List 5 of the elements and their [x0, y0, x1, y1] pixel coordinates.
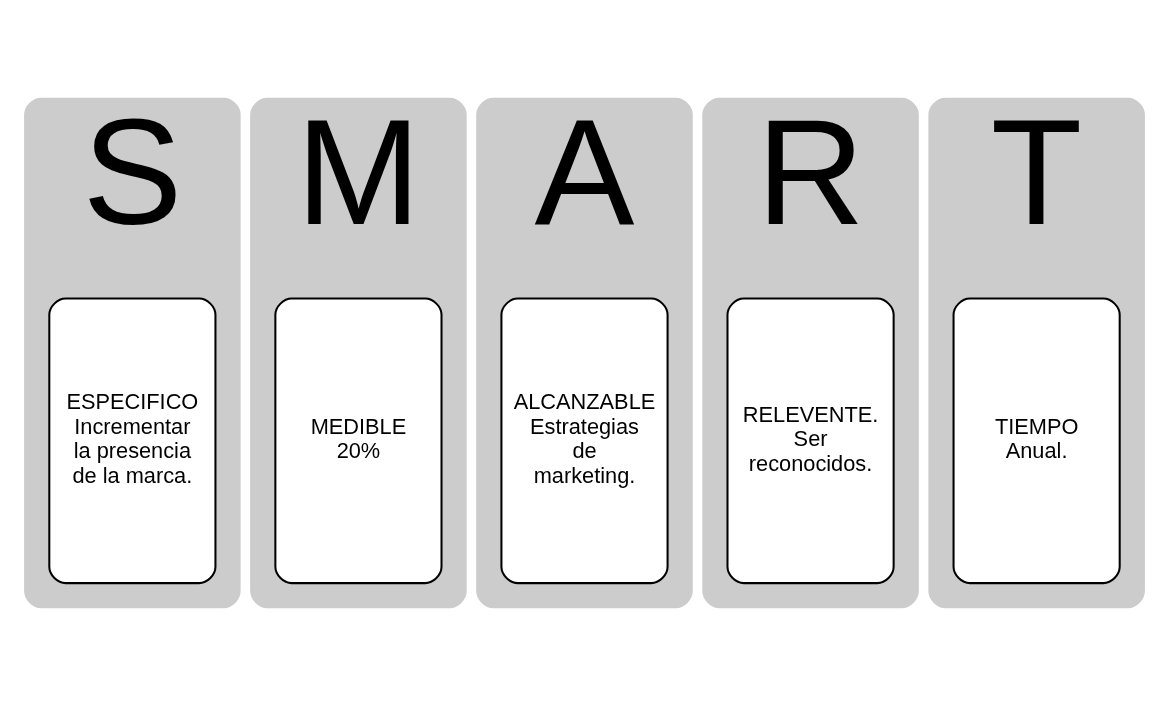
node-box: TIEMPO Anual.: [952, 297, 1121, 585]
node-box: ESPECIFICO Incrementar la presencia de la marca.: [48, 297, 217, 585]
node-box: MEDIBLE 20%: [274, 297, 443, 585]
node-box: RELEVENTE. Ser reconocidos.: [726, 297, 895, 585]
node-box: ALCANZABLE Estrategias de marketing.: [500, 297, 669, 585]
